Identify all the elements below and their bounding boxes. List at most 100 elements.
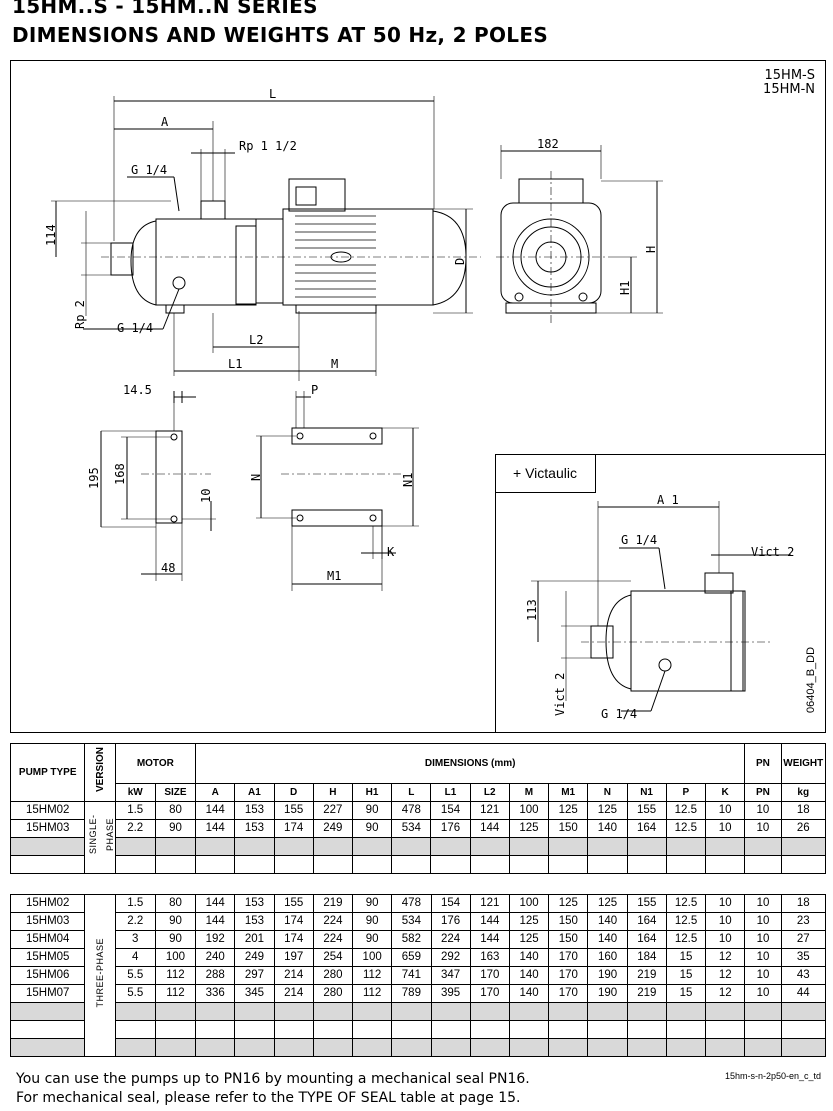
header-N: N (587, 783, 628, 802)
dim-Rp112: Rp 1 1/2 (239, 139, 297, 153)
header-dimensions: DIMENSIONS (mm) (195, 743, 746, 784)
value-cell (744, 837, 782, 856)
series-n-label: 15HM-N (763, 82, 815, 97)
value-cell (665, 1020, 707, 1039)
value-cell (704, 855, 746, 874)
dim-H1: H1 (618, 280, 632, 295)
foot-bottom (291, 509, 383, 527)
value-cell: 478 (391, 801, 432, 820)
value-cell (114, 1038, 156, 1057)
value-cell: 176 (430, 912, 471, 931)
dim-K: K (387, 545, 395, 559)
value-cell: 10 (704, 801, 746, 820)
header-L: L (391, 783, 432, 802)
value-cell (780, 1002, 827, 1021)
value-cell: 395 (430, 984, 471, 1003)
value-cell: 240 (195, 948, 236, 967)
value-cell: 10 (744, 984, 782, 1003)
value-cell: 659 (391, 948, 432, 967)
drawing-code: 06404_B_DD (805, 646, 817, 713)
technical-drawing: 15HM-S 15HM-N L A Rp 1 1/2 G 1/4 114 Rp … (10, 60, 826, 733)
value-cell: 190 (587, 966, 628, 985)
value-cell: 534 (391, 819, 432, 838)
terminal-box (288, 178, 346, 212)
value-cell: 534 (391, 912, 432, 931)
value-cell (195, 1038, 236, 1057)
header-N1: N1 (626, 783, 667, 802)
value-cell: 144 (469, 912, 510, 931)
value-cell (705, 1038, 746, 1057)
suction-port (110, 242, 134, 276)
value-cell: 280 (312, 966, 354, 985)
value-cell (114, 837, 156, 856)
header-pn: PN (744, 743, 782, 784)
value-cell: 27 (780, 930, 827, 949)
value-cell: 174 (273, 819, 314, 838)
value-cell: 90 (352, 894, 393, 913)
value-cell: 155 (273, 894, 314, 913)
dim-P: P (311, 383, 319, 397)
value-cell (352, 1038, 393, 1057)
value-cell: 90 (352, 912, 393, 931)
value-cell: 44 (780, 984, 827, 1003)
value-cell (587, 1002, 628, 1021)
dim-G14-bottom: G 1/4 (117, 321, 154, 335)
value-cell: 254 (312, 948, 354, 967)
value-cell: 155 (273, 801, 314, 820)
value-cell: 140 (587, 819, 628, 838)
value-cell: 164 (626, 912, 667, 931)
value-cell: 12 (705, 966, 746, 985)
value-cell (626, 855, 667, 874)
value-cell: 12 (705, 984, 746, 1003)
dim-vict2-bottom: Vict 2 (553, 672, 567, 716)
value-cell: 140 (587, 912, 628, 931)
header-A1: A1 (234, 783, 275, 802)
value-cell (548, 1038, 589, 1057)
series-s-label: 15HM-S (764, 68, 815, 83)
value-cell (587, 1038, 628, 1057)
value-cell (312, 1002, 354, 1021)
value-cell: 112 (154, 984, 197, 1003)
page-title-dimensions: DIMENSIONS AND WEIGHTS AT 50 Hz, 2 POLES (12, 23, 549, 47)
dim-G14-victaulic-bottom: G 1/4 (601, 707, 638, 721)
value-cell (548, 1020, 589, 1039)
value-cell: 90 (154, 819, 197, 838)
dim-L2: L2 (249, 333, 264, 347)
value-cell: 1.5 (114, 801, 156, 820)
value-cell: 478 (391, 894, 432, 913)
value-cell: 153 (234, 912, 275, 931)
value-cell: 10 (744, 801, 782, 820)
value-cell: 80 (154, 894, 197, 913)
value-cell (351, 837, 393, 856)
value-cell: 18 (780, 894, 827, 913)
value-cell (665, 1038, 707, 1057)
value-cell: 280 (312, 984, 354, 1003)
value-cell (312, 1038, 354, 1057)
value-cell (704, 837, 746, 856)
value-cell: 170 (469, 966, 510, 985)
value-cell (273, 1002, 314, 1021)
value-cell (626, 837, 667, 856)
dim-182: 182 (537, 137, 559, 151)
value-cell: 249 (234, 948, 275, 967)
value-cell: 26 (780, 819, 826, 838)
value-cell (352, 1002, 393, 1021)
pump-type-cell (9, 1038, 86, 1057)
value-cell: 12.5 (665, 912, 707, 931)
drawing-lines (51, 96, 791, 712)
header-P: P (665, 783, 706, 802)
dim-G14-victaulic-top: G 1/4 (621, 533, 658, 547)
value-cell: 100 (508, 801, 550, 820)
value-cell: 100 (154, 948, 197, 967)
value-cell: 140 (587, 930, 628, 949)
value-cell (391, 1038, 432, 1057)
value-cell: 144 (195, 801, 236, 820)
value-cell (273, 1038, 314, 1057)
value-cell: 10 (744, 912, 782, 931)
value-cell: 12.5 (665, 801, 706, 820)
dim-114: 114 (44, 224, 58, 246)
value-cell: 90 (352, 930, 393, 949)
value-cell: 150 (548, 912, 589, 931)
value-cell (508, 1002, 550, 1021)
